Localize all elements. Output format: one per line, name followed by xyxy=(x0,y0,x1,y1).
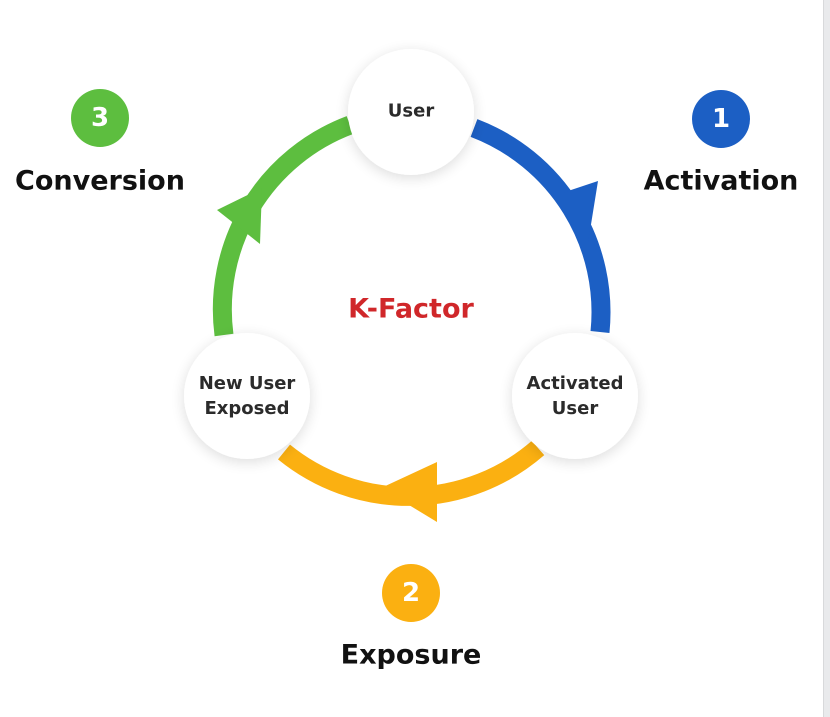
right-edge-strip xyxy=(823,0,830,717)
conversion-arc xyxy=(212,116,354,337)
exposure-arrowhead xyxy=(381,462,437,522)
step-1-badge xyxy=(692,90,750,148)
conversion-arrowhead xyxy=(217,188,262,244)
activated-user-line-1: Activated xyxy=(526,373,624,394)
step-1-number: 1 xyxy=(711,104,731,134)
new-user-exposed-line-2: Exposed xyxy=(204,398,290,419)
activated-user-line-2: User xyxy=(551,398,599,419)
exposure-title: Exposure xyxy=(340,639,482,671)
user-node xyxy=(348,49,474,175)
new-user-exposed-node xyxy=(184,333,310,459)
step-2-number: 2 xyxy=(401,578,421,608)
center-label: K-Factor xyxy=(348,293,474,325)
step-3-number: 3 xyxy=(90,103,110,133)
activation-arrowhead xyxy=(562,181,598,243)
step-2-badge xyxy=(382,564,440,622)
activated-user-node xyxy=(512,333,638,459)
step-3-badge xyxy=(71,89,129,147)
conversion-title: Conversion xyxy=(15,165,185,197)
activation-title: Activation xyxy=(643,165,799,197)
new-user-exposed-line-1: New User xyxy=(198,373,296,394)
user-node-label: User xyxy=(387,100,435,122)
new-user-exposed-node-label: New User Exposed xyxy=(199,371,296,421)
activated-user-node-label: Activated User xyxy=(527,371,624,421)
